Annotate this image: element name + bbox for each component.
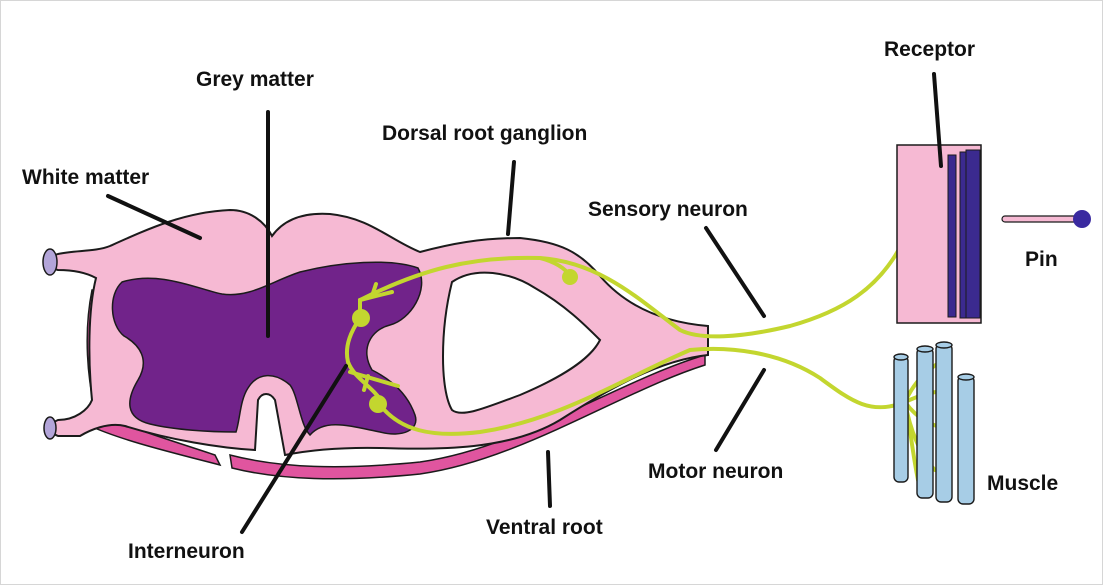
label-muscle: Muscle [987, 472, 1058, 495]
muscle-fibre-1-top [894, 354, 908, 360]
muscle-fibre-2-top [917, 346, 933, 352]
label-grey-matter: Grey matter [196, 68, 314, 91]
label-motor-neuron: Motor neuron [648, 460, 783, 483]
leader-motor-neuron [716, 370, 764, 450]
sensory-cell-body [562, 269, 578, 285]
label-white-matter: White matter [22, 166, 149, 189]
receptor-layer-3 [966, 150, 980, 318]
muscle-fibre-3 [936, 344, 952, 502]
label-receptor: Receptor [884, 38, 975, 61]
muscle-fibre-3-top [936, 342, 952, 348]
pin-head [1073, 210, 1091, 228]
muscle-fibre-2 [917, 348, 933, 498]
leader-dorsal-root-ganglion [508, 162, 514, 234]
cord-cut-end-top [43, 249, 57, 275]
cord-cut-end-bottom [44, 417, 56, 439]
pin [1002, 210, 1091, 228]
label-interneuron: Interneuron [128, 540, 245, 563]
label-ventral-root: Ventral root [486, 516, 603, 539]
label-sensory-neuron: Sensory neuron [588, 198, 748, 221]
muscle-fibre-4-top [958, 374, 974, 380]
label-dorsal-root-ganglion: Dorsal root ganglion [382, 122, 587, 145]
label-pin: Pin [1025, 248, 1058, 271]
leader-ventral-root [548, 452, 550, 506]
pin-shaft [1002, 216, 1080, 222]
receptor-layer-1 [948, 155, 956, 317]
spinal-nerve-structure [43, 210, 708, 479]
motor-cell-body [369, 395, 387, 413]
leader-sensory-neuron [706, 228, 764, 316]
muscle-fibre-1 [894, 356, 908, 482]
receptor [897, 145, 981, 323]
muscle-fibre-4 [958, 376, 974, 504]
interneuron-cell-body [352, 309, 370, 327]
